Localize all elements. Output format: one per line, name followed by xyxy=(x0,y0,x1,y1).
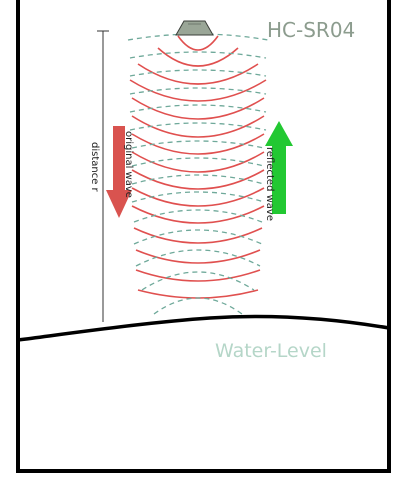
reflected-wave-arc xyxy=(129,104,267,113)
reflected-wave-label: reflected wave xyxy=(264,147,275,221)
original-wave-arc xyxy=(131,115,265,138)
arrow-up-icon xyxy=(265,121,293,214)
original-wave-arc xyxy=(131,169,265,190)
reflected-wave-arc xyxy=(131,174,265,185)
original-wave-label: original wave xyxy=(123,131,134,198)
container-outline xyxy=(16,0,391,473)
reflected-wave-arc xyxy=(131,191,265,203)
original-wave-arc xyxy=(137,289,259,299)
reflected-wave-arc xyxy=(129,87,267,95)
original-wave-arc xyxy=(133,227,263,244)
original-wave-arc xyxy=(131,133,265,155)
distance-indicator xyxy=(97,30,109,322)
sensor-label: HC-SR04 xyxy=(267,18,355,42)
reflected-wave-arc xyxy=(153,297,243,315)
ultrasonic-sensor-icon xyxy=(175,20,214,36)
original-wave-arc xyxy=(131,97,265,120)
reflected-wave-group xyxy=(127,33,269,315)
original-wave-arc xyxy=(157,47,239,67)
original-wave-group xyxy=(129,35,267,299)
reflected-wave-arc xyxy=(135,249,261,267)
arrow-down-icon xyxy=(106,126,132,218)
reflected-wave-arc xyxy=(133,209,263,223)
reflected-wave-arc xyxy=(131,140,265,149)
water-surface xyxy=(17,314,390,342)
original-wave-arc xyxy=(129,79,267,102)
original-wave-arc xyxy=(177,35,219,51)
original-wave-arc xyxy=(131,205,265,224)
reflected-wave-arc xyxy=(129,122,267,131)
reflected-wave-arc xyxy=(133,229,263,245)
distance-label: distance r xyxy=(89,142,100,193)
original-wave-arc xyxy=(131,151,265,173)
original-wave-arc xyxy=(131,187,265,207)
original-wave-arc xyxy=(137,63,259,85)
original-wave-arc xyxy=(135,249,261,264)
original-wave-arc xyxy=(135,269,261,282)
water-level-label: Water-Level xyxy=(215,340,327,362)
reflected-wave-arc xyxy=(129,69,267,77)
reflected-wave-arc xyxy=(129,51,267,59)
reflected-wave-arc xyxy=(131,157,265,167)
